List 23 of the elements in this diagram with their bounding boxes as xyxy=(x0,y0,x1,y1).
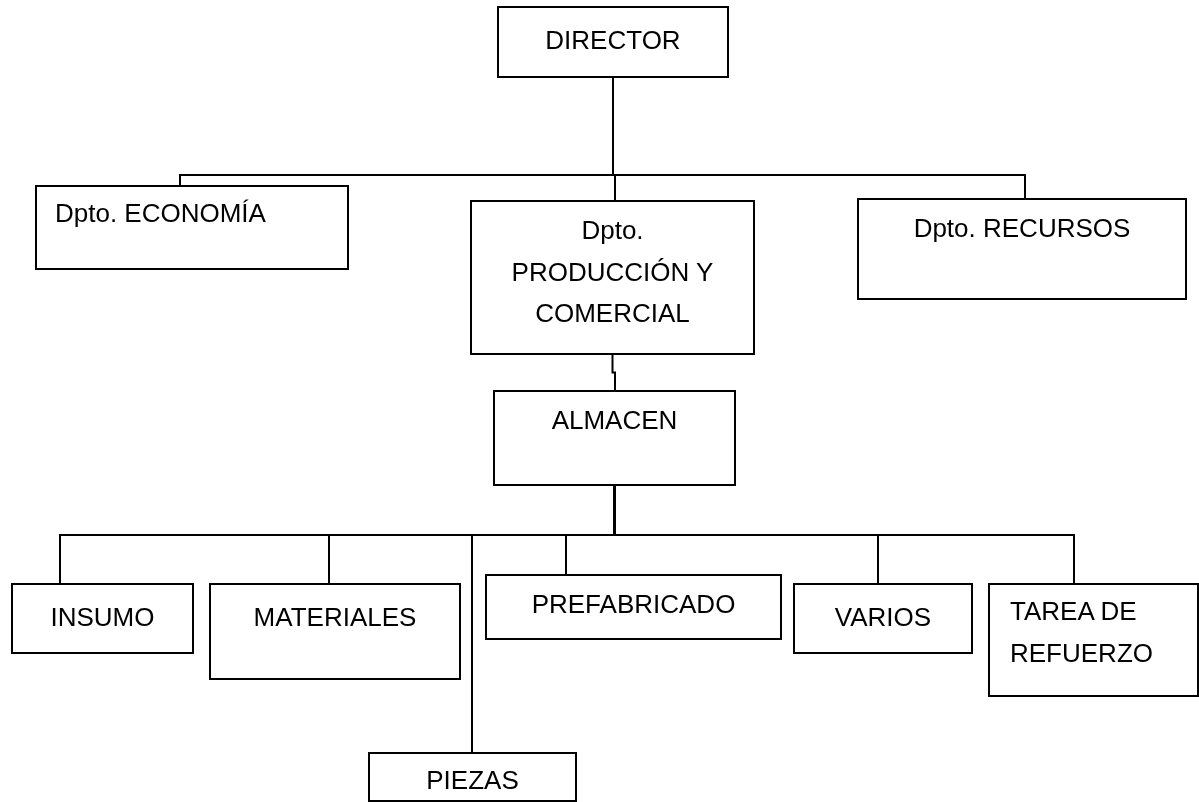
box-label: ALMACEN xyxy=(550,404,679,437)
box-label: MATERIALES xyxy=(252,601,418,634)
org-box xyxy=(493,390,736,486)
org-box xyxy=(497,6,729,78)
box-label: Dpto. ECONOMÍA xyxy=(55,197,267,230)
org-box xyxy=(988,583,1199,697)
box-label: PIEZAS xyxy=(425,764,520,797)
org-box xyxy=(793,583,973,654)
org-box xyxy=(470,200,755,355)
org-box xyxy=(35,185,349,270)
box-label: PREFABRICADO xyxy=(530,588,737,621)
box-label: INSUMO xyxy=(49,601,156,634)
box-label: VARIOS xyxy=(833,601,933,634)
box-label: TAREA DE REFUERZO xyxy=(1010,595,1154,670)
org-box xyxy=(368,752,577,802)
connector-line xyxy=(611,354,616,391)
org-box xyxy=(209,583,461,680)
org-box xyxy=(857,198,1187,300)
org-box xyxy=(485,574,782,640)
box-label: Dpto. PRODUCCIÓN Y COMERCIAL xyxy=(510,214,715,331)
box-label: DIRECTOR xyxy=(544,24,682,57)
org-box xyxy=(11,583,194,654)
box-label: Dpto. RECURSOS xyxy=(912,212,1132,245)
